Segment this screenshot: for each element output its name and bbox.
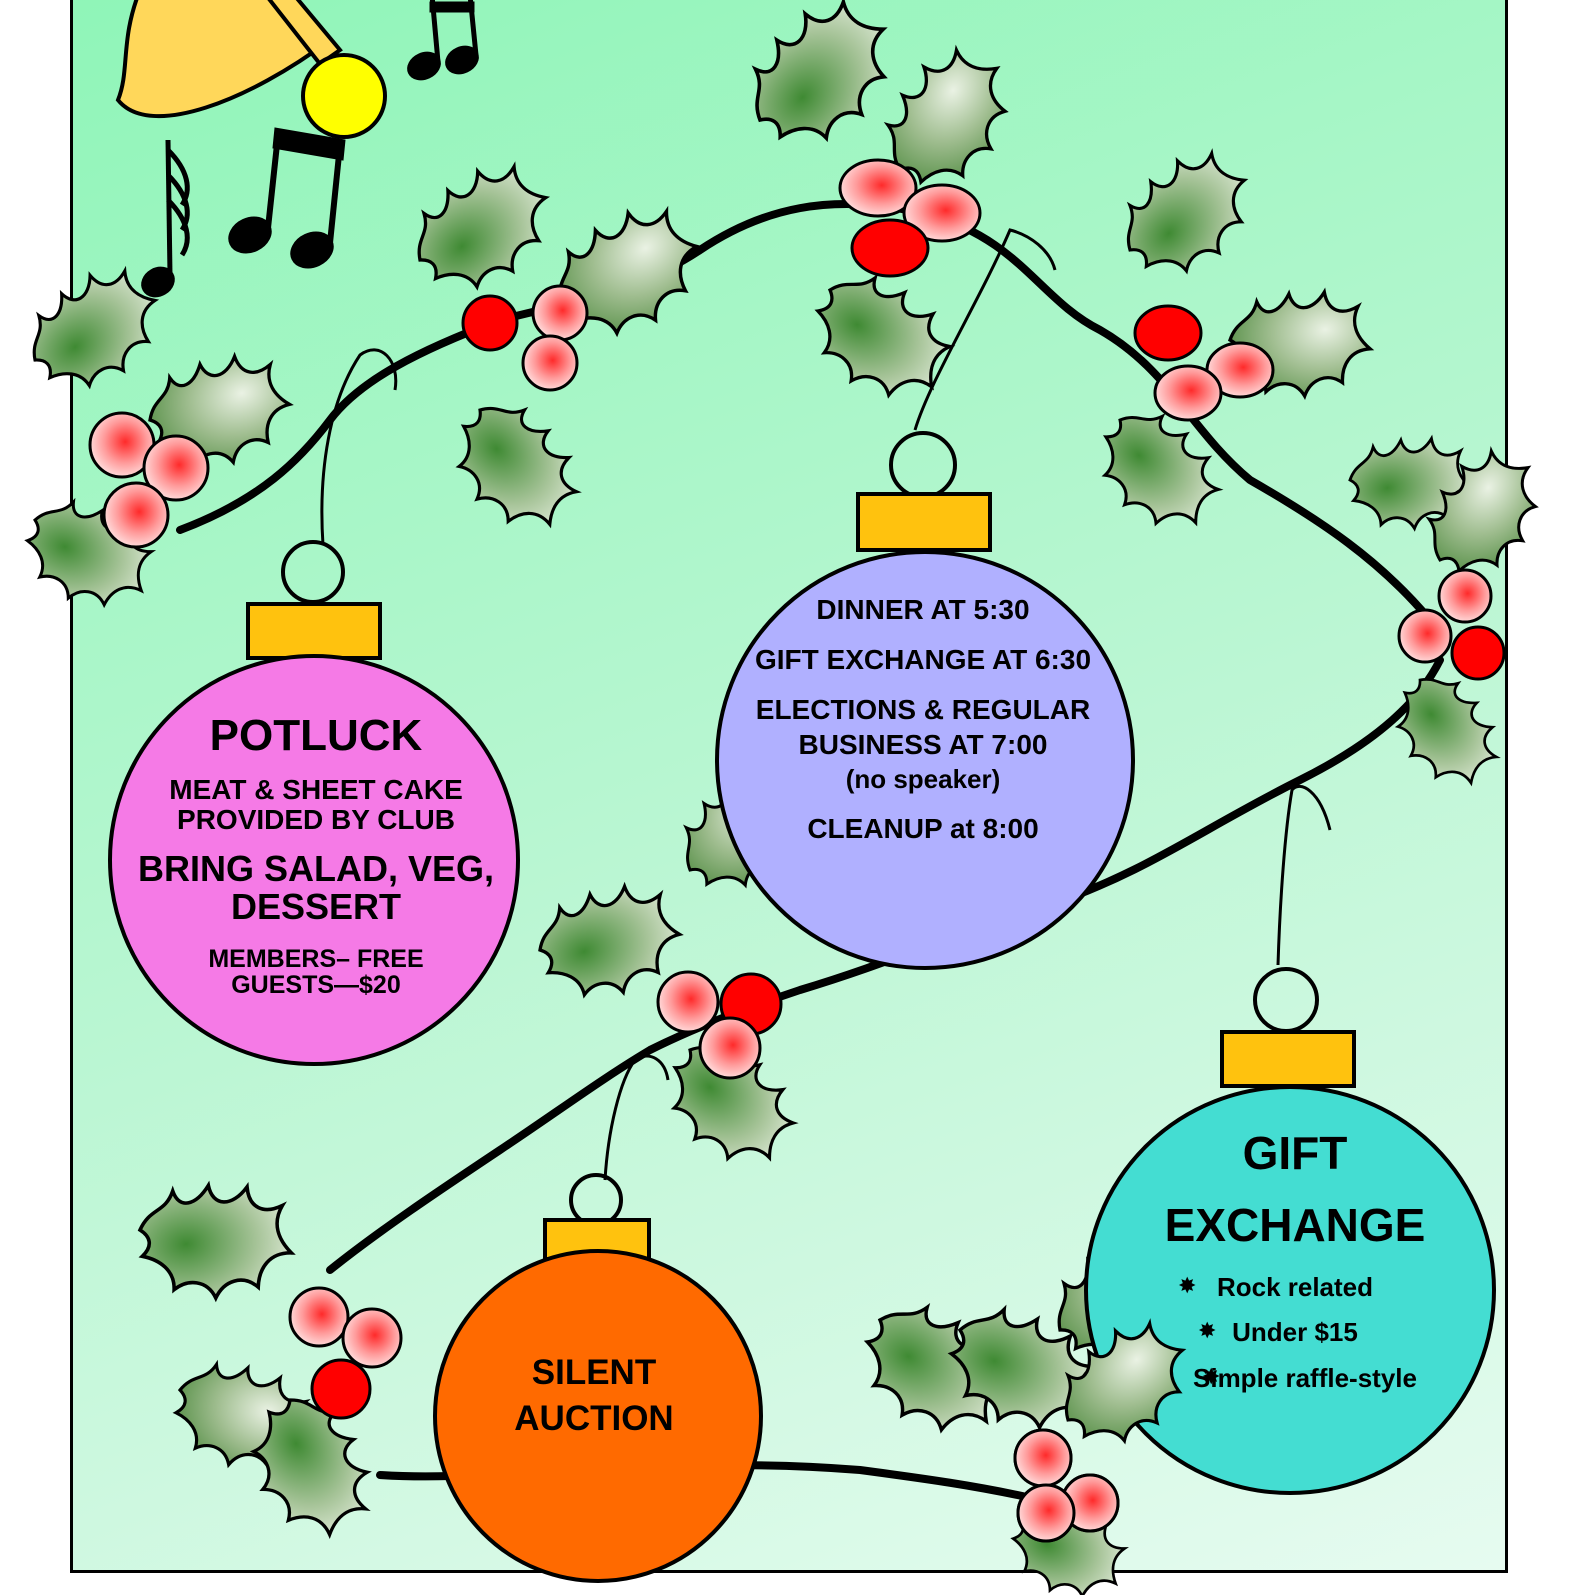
schedule-cleanup: CLEANUP at 8:00 [807,812,1039,844]
list-item: ✸ Simple raffle-style [1090,1362,1500,1393]
gift-rule-text: Simple raffle-style [1193,1362,1417,1393]
schedule-no-speaker: (no speaker) [845,764,1001,795]
potluck-title: POTLUCK [209,711,423,760]
potluck-members: MEMBERS– FREE [208,944,424,973]
auction-ornament-text: SILENT AUCTION [430,1350,758,1441]
auction-line2: AUCTION [514,1398,674,1438]
gift-rule-text: Rock related [1216,1272,1374,1302]
potluck-guests: GUESTS—$20 [231,970,401,999]
ornament-icon [108,431,1496,1583]
gift-title-line2: EXCHANGE [1164,1199,1426,1251]
gift-rules-list: ✸ Rock related ✸ Under $15 ✸ Simple raff… [1090,1272,1500,1393]
potluck-provided: MEAT & SHEET CAKE PROVIDED BY CLUB [169,774,463,835]
list-item: ✸ Rock related [1090,1272,1500,1302]
gift-ornament-text: GIFT EXCHANGE ✸ Rock related ✸ Under $15… [1090,1130,1500,1410]
star-bullet-icon: ✸ [1202,1363,1221,1389]
potluck-ornament-text: POTLUCK MEAT & SHEET CAKE PROVIDED BY CL… [128,711,504,999]
bell-icon [115,0,387,139]
berry-icon [1013,1428,1120,1543]
star-bullet-icon: ✸ [1178,1273,1197,1298]
music-note-icon [228,127,346,269]
gift-rule-text: Under $15 [1232,1317,1358,1348]
schedule-ornament-text: DINNER AT 5:30 GIFT EXCHANGE AT 6:30 ELE… [718,592,1128,846]
music-note-icon [407,0,479,81]
potluck-bring: BRING SALAD, VEG, DESSERT [137,847,495,927]
star-bullet-icon: ✸ [1198,1318,1217,1344]
music-note-icon [141,139,190,298]
schedule-dinner: DINNER AT 5:30 [816,594,1030,625]
gift-title-line1: GIFT [1242,1127,1348,1179]
auction-line1: SILENT [531,1353,657,1392]
schedule-gift-exchange: GIFT EXCHANGE AT 6:30 [754,643,1092,675]
list-item: ✸ Under $15 [1090,1319,1500,1346]
schedule-elections: ELECTIONS & REGULAR BUSINESS AT 7:00 [755,693,1091,761]
